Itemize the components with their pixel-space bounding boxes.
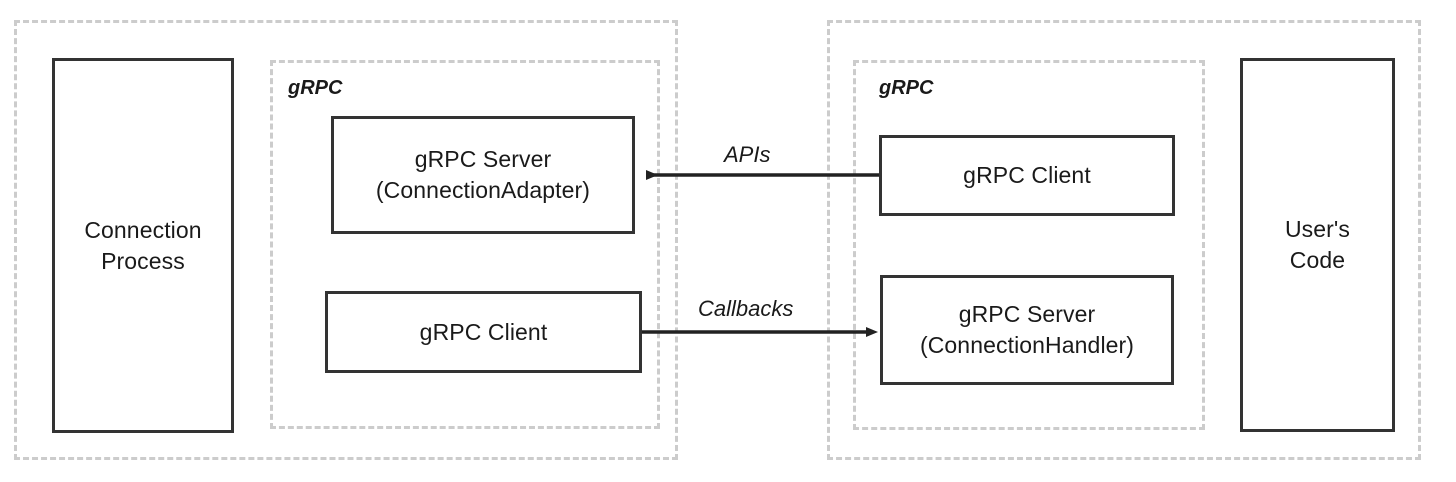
node-grpc-client-left[interactable]: gRPC Client [325,291,642,373]
group-users-code [827,20,1421,460]
node-grpc-server-connection-handler-label: gRPC Server (ConnectionHandler) [919,301,1135,358]
node-grpc-client-right-label: gRPC Client [963,162,1091,189]
group-connection-process [14,20,678,460]
node-grpc-client-left-label: gRPC Client [419,318,548,345]
group-grpc-right [853,60,1205,430]
node-connection-process-label: Connection Process [84,216,202,274]
node-grpc-server-connection-adapter-label: gRPC Server (ConnectionAdapter) [375,146,591,203]
apis-edge-label: APIs [724,142,771,167]
group-grpc-left-title: gRPC [288,77,343,99]
node-connection-process[interactable]: Connection Process [52,58,234,433]
node-users-code[interactable]: User's Code [1240,58,1395,432]
callbacks-edge-label: Callbacks [698,296,794,321]
node-users-code-label: User's Code [1284,216,1351,273]
node-grpc-server-connection-adapter[interactable]: gRPC Server (ConnectionAdapter) [331,116,635,234]
group-grpc-left [270,60,660,429]
node-grpc-server-connection-handler[interactable]: gRPC Server (ConnectionHandler) [880,275,1174,385]
group-grpc-right-title: gRPC [879,77,934,99]
node-grpc-client-right[interactable]: gRPC Client [879,135,1175,216]
